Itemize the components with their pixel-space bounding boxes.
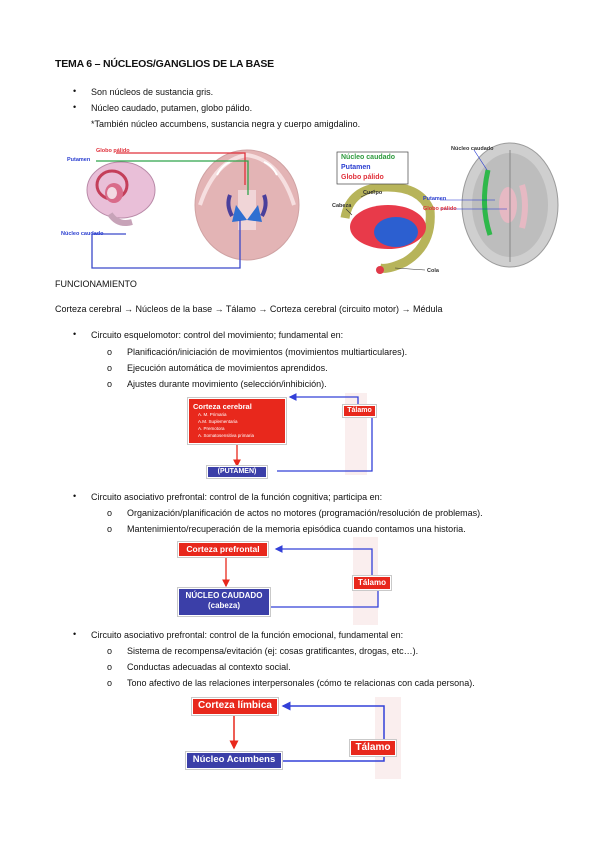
label-nucleo-caudado-right: Núcleo caudado (451, 146, 494, 152)
circuit1-item-2: Ejecución automática de movimientos apre… (127, 363, 328, 373)
circuit2-item-2: Mantenimiento/recuperación de la memoria… (127, 524, 466, 534)
legend-globo: Globo pálido (341, 174, 384, 181)
label-cuerpo: Cuerpo (363, 190, 383, 196)
thalamus-box-3: Tálamo (349, 739, 397, 757)
circuit1-item-1: Planificación/iniciación de movimientos … (127, 347, 408, 357)
cortex-item: A. Premotora (198, 426, 225, 431)
circuit2-bullet: Circuito asociativo prefrontal: control … (91, 492, 383, 502)
bullet-dot: • (73, 629, 77, 639)
label-nucleo-caudado: Núcleo caudado (61, 231, 104, 237)
label-putamen: Putamen (67, 157, 91, 163)
cortex-item: A. Somatosensitiva primaria (198, 433, 255, 438)
sub-bullet: o (107, 379, 113, 389)
circuit1-bullet: Circuito esquelomotor: control del movim… (91, 330, 344, 340)
accumbens-box: Núcleo Acumbens (185, 751, 283, 770)
caudate-3d-illustration (340, 182, 435, 274)
caudado-line2: (cabeza) (207, 601, 240, 610)
bullet-dot: • (73, 102, 77, 112)
bullet-dot: • (73, 86, 77, 96)
label-cabeza: Cabeza (332, 203, 352, 209)
label-globo-palido: Globo pálido (96, 148, 130, 154)
caudado-box: NÚCLEO CAUDADO (cabeza) (177, 587, 271, 617)
lateral-brain-illustration (86, 161, 156, 226)
cortex-item: A.M. Suplementaria (198, 419, 238, 424)
coronal-brain-illustration (194, 149, 300, 261)
intro-note: *También núcleo accumbens, sustancia neg… (91, 119, 361, 129)
left-connector-lines (91, 152, 249, 269)
thalamus-box: Tálamo (342, 404, 377, 418)
sub-bullet: o (107, 508, 113, 518)
limbic-box: Corteza límbica (191, 697, 279, 716)
label-putamen-right: Putamen (423, 196, 447, 202)
pathway-text: Corteza cerebral → Núcleos de la base → … (55, 304, 443, 314)
sub-bullet: o (107, 662, 113, 672)
bullet-dot: • (73, 329, 77, 339)
caudado-line1: NÚCLEO CAUDADO (185, 591, 263, 600)
circuit3-item-2: Conductas adecuadas al contexto social. (127, 662, 291, 672)
circuit3-bullet: Circuito asociativo prefrontal: control … (91, 630, 404, 640)
sub-bullet: o (107, 678, 113, 688)
intro-bullet-2: Núcleo caudado, putamen, globo pálido. (91, 103, 253, 113)
sub-bullet: o (107, 646, 113, 656)
putamen-box: (PUTAMEN) (206, 465, 268, 479)
cortex-box: Corteza cerebral A. M. Primaria A.M. Sup… (187, 397, 287, 445)
legend-caudado: Núcleo caudado (341, 154, 396, 161)
circuit3-item-1: Sistema de recompensa/evitación (ej: cos… (127, 646, 419, 656)
legend-box (336, 151, 409, 185)
right-pointer-lines (440, 149, 507, 210)
sub-bullet: o (107, 363, 113, 373)
legend-putamen: Putamen (341, 164, 371, 171)
axial-brain-illustration (461, 142, 559, 268)
thalamus-box-2: Tálamo (352, 575, 392, 591)
cortex-title: Corteza cerebral (193, 402, 252, 411)
cortex-item: A. M. Primaria (198, 412, 227, 417)
bullet-dot: • (73, 491, 77, 501)
intro-bullet-1: Son núcleos de sustancia gris. (91, 87, 214, 97)
sub-bullet: o (107, 347, 113, 357)
label-cola: Cola (427, 268, 439, 274)
circuit3-item-3: Tono afectivo de las relaciones interper… (127, 678, 475, 688)
circuit2-item-1: Organización/planificación de actos no m… (127, 508, 483, 518)
section-heading: FUNCIONAMIENTO (55, 279, 137, 289)
circuit1-item-3: Ajustes durante movimiento (selección/in… (127, 379, 327, 389)
sub-bullet: o (107, 524, 113, 534)
prefrontal-box: Corteza prefrontal (177, 541, 269, 558)
label-globo-right: Globo pálido (423, 206, 457, 212)
page-title: TEMA 6 – NÚCLEOS/GANGLIOS DE LA BASE (55, 58, 274, 70)
